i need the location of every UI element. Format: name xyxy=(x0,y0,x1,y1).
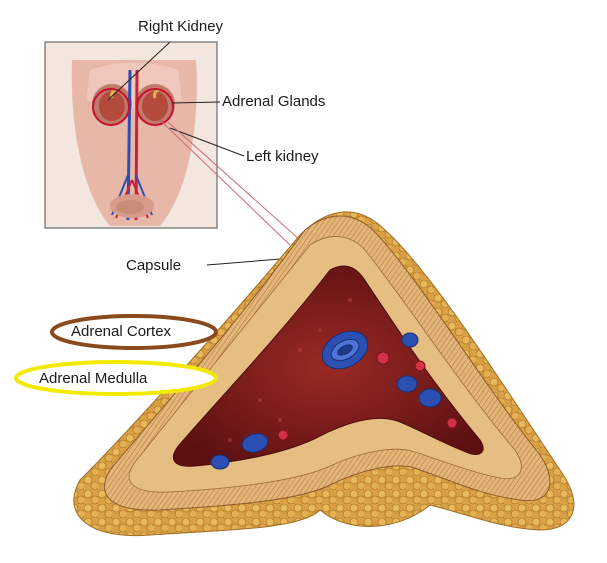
adrenal-medulla-label: Adrenal Medulla xyxy=(39,370,147,388)
adrenal-cortex-label: Adrenal Cortex xyxy=(71,323,171,341)
inset-torso-illustration xyxy=(45,42,217,228)
right-kidney-label: Right Kidney xyxy=(138,18,223,36)
left-kidney-label: Left kidney xyxy=(246,148,319,166)
capsule-label: Capsule xyxy=(126,257,181,275)
adrenal-glands-label: Adrenal Glands xyxy=(222,93,325,111)
